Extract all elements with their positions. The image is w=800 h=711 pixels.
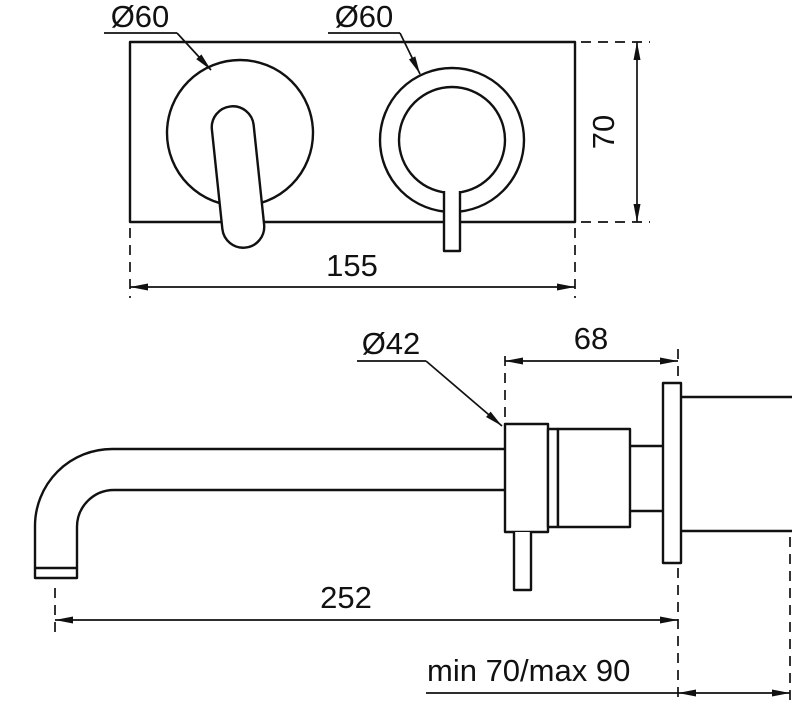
dim-spout-reach: 252 bbox=[54, 568, 679, 700]
plate-width-text: 155 bbox=[326, 248, 378, 283]
mixer-body-rear-section bbox=[556, 427, 632, 529]
handle-diameter-leader-line bbox=[176, 32, 212, 71]
spout-outlet-stub bbox=[442, 191, 462, 253]
body-diameter-leader-line bbox=[425, 360, 503, 427]
spout-ring-inner-circle bbox=[397, 85, 507, 195]
dim-plate-height: 70 bbox=[581, 41, 650, 223]
spout-reach-text: 252 bbox=[320, 580, 372, 615]
outlet-diameter-text: Ø60 bbox=[335, 0, 394, 34]
front-view: Ø60 Ø60 70 155 bbox=[104, 0, 650, 298]
plate-height-text: 70 bbox=[586, 115, 621, 149]
body-diameter-text: Ø42 bbox=[362, 326, 421, 361]
under-body-stub bbox=[512, 532, 533, 592]
dim-body-depth: 68 bbox=[504, 321, 679, 417]
label-outlet-diameter: Ø60 bbox=[328, 0, 421, 75]
label-handle-diameter: Ø60 bbox=[104, 0, 212, 71]
wall-distance-text: min 70/max 90 bbox=[427, 653, 630, 688]
mixer-body-front-section bbox=[503, 422, 550, 534]
wall-flange bbox=[661, 381, 683, 565]
side-view: Ø42 68 252 min 70/max 90 bbox=[33, 321, 792, 700]
spout-tube bbox=[33, 447, 509, 580]
dim-wall-distance: min 70/max 90 bbox=[426, 537, 791, 700]
handle-diameter-text: Ø60 bbox=[111, 0, 170, 34]
body-depth-text: 68 bbox=[574, 321, 608, 356]
outlet-diameter-leader-line bbox=[399, 32, 421, 75]
label-body-diameter: Ø42 bbox=[357, 326, 503, 427]
mixer-body-collar bbox=[546, 427, 560, 529]
dim-plate-width: 155 bbox=[129, 228, 576, 298]
handle-lever bbox=[210, 105, 266, 249]
